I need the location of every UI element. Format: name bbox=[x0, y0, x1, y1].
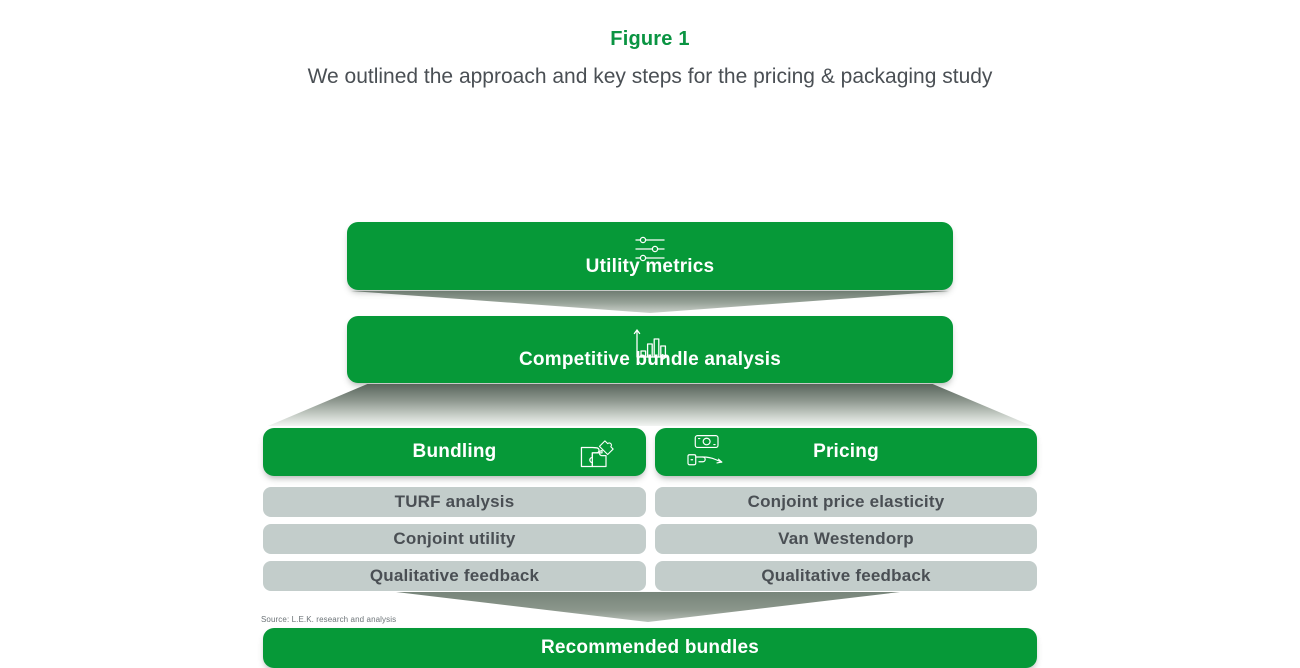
money-hand-icon bbox=[685, 432, 731, 472]
figure-label: Figure 1 bbox=[610, 28, 690, 50]
column-header-bundling-label: Bundling bbox=[412, 441, 497, 462]
puzzle-icon bbox=[576, 432, 616, 472]
stage-competitive-bundle-analysis[interactable]: Competitive bundle analysis bbox=[347, 316, 953, 383]
list-item-van-westendorp[interactable]: Van Westendorp bbox=[655, 524, 1037, 554]
connector-chevron-two bbox=[396, 592, 900, 622]
outcome-recommended-bundles-label: Recommended bundles bbox=[540, 637, 760, 658]
column-header-pricing-label: Pricing bbox=[813, 441, 879, 462]
source-note: Source: L.E.K. research and analysis bbox=[261, 615, 397, 624]
list-item-qualitative-feedback-pricing[interactable]: Qualitative feedback bbox=[655, 561, 1037, 591]
list-item-turf-analysis[interactable]: TURF analysis bbox=[263, 487, 646, 517]
stage-utility-metrics-label: Utility metrics bbox=[585, 256, 715, 277]
list-item-conjoint-utility[interactable]: Conjoint utility bbox=[263, 524, 646, 554]
list-item-qualitative-feedback-bundling[interactable]: Qualitative feedback bbox=[263, 561, 646, 591]
column-header-pricing[interactable]: Pricing bbox=[655, 428, 1037, 476]
sliders-icon bbox=[632, 232, 668, 266]
figure-header: Figure 1 We outlined the approach and ke… bbox=[0, 0, 1300, 92]
stage-competitive-bundle-analysis-label: Competitive bundle analysis bbox=[519, 349, 781, 370]
bar-chart-icon bbox=[630, 326, 670, 364]
column-header-bundling[interactable]: Bundling bbox=[263, 428, 646, 476]
figure-subtitle: We outlined the approach and key steps f… bbox=[307, 65, 993, 88]
process-flow-diagram: Utility metrics Competitive bundle analy… bbox=[0, 92, 1300, 668]
list-item-conjoint-price-elasticity[interactable]: Conjoint price elasticity bbox=[655, 487, 1037, 517]
outcome-recommended-bundles[interactable]: Recommended bundles bbox=[263, 628, 1037, 668]
stage-utility-metrics[interactable]: Utility metrics bbox=[347, 222, 953, 290]
connector-trapezoid bbox=[268, 384, 1032, 426]
connector-chevron-one bbox=[351, 291, 949, 313]
